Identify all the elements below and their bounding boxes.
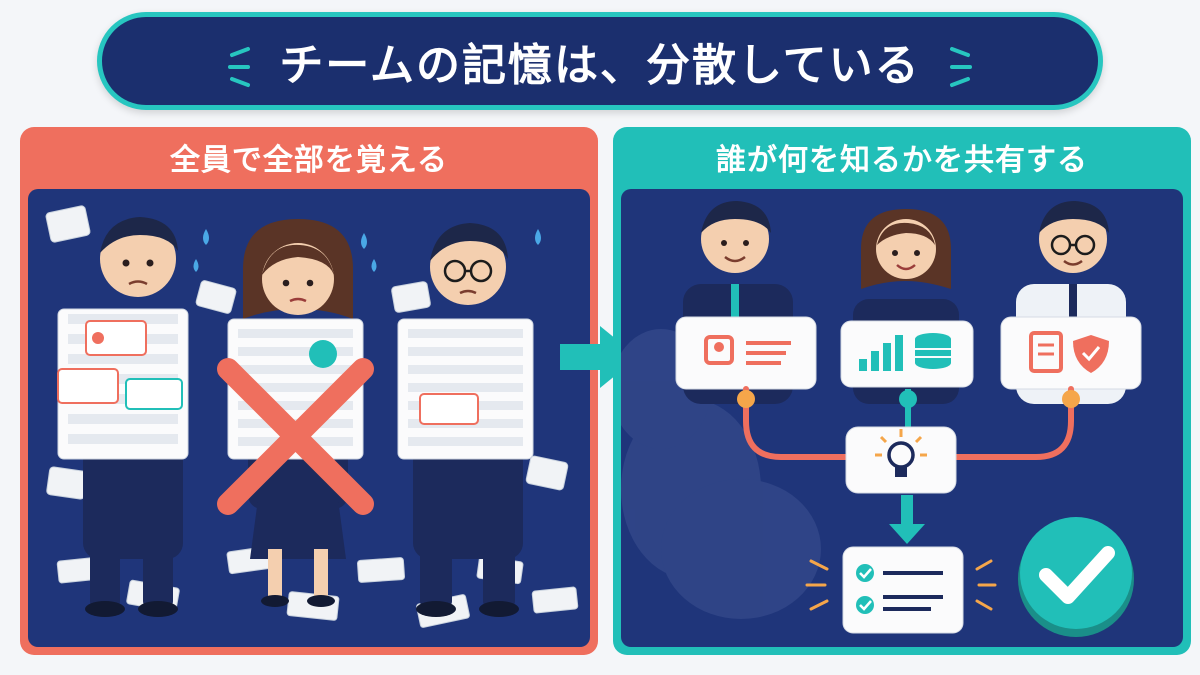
right-panel-body	[621, 189, 1183, 647]
page-title: チームの記憶は、分散している	[279, 40, 921, 91]
sweat-drops-icon	[193, 229, 209, 272]
checklist-icon	[842, 546, 964, 634]
cross-icon	[217, 358, 374, 515]
lightbulb-icon	[845, 426, 957, 494]
person-card-icon	[675, 316, 817, 390]
arrow-down-icon	[889, 495, 925, 544]
connector-node	[737, 390, 755, 408]
chart-database-icon	[840, 320, 974, 388]
connector-node	[1062, 390, 1080, 408]
left-panel-header: 全員で全部を覚える	[169, 143, 449, 178]
left-panel-body	[28, 189, 590, 647]
sweat-drops-icon	[535, 229, 541, 245]
connector-lines	[743, 386, 1074, 460]
sparkle-icon	[805, 559, 997, 611]
title-banner: チームの記憶は、分散している	[97, 12, 1103, 110]
sweat-drops-icon	[361, 233, 377, 272]
right-panel: 誰が何を知るかを共有する	[613, 127, 1191, 655]
right-panel-header: 誰が何を知るかを共有する	[716, 143, 1088, 178]
paper-stack	[397, 318, 534, 460]
paper-stack	[57, 308, 189, 460]
document-shield-icon	[1000, 316, 1142, 390]
connector-node	[899, 390, 917, 408]
left-panel: 全員で全部を覚える	[20, 127, 598, 655]
sparkle-icon	[950, 47, 972, 87]
sparkle-icon	[228, 47, 250, 87]
checkmark-icon	[1018, 517, 1134, 637]
